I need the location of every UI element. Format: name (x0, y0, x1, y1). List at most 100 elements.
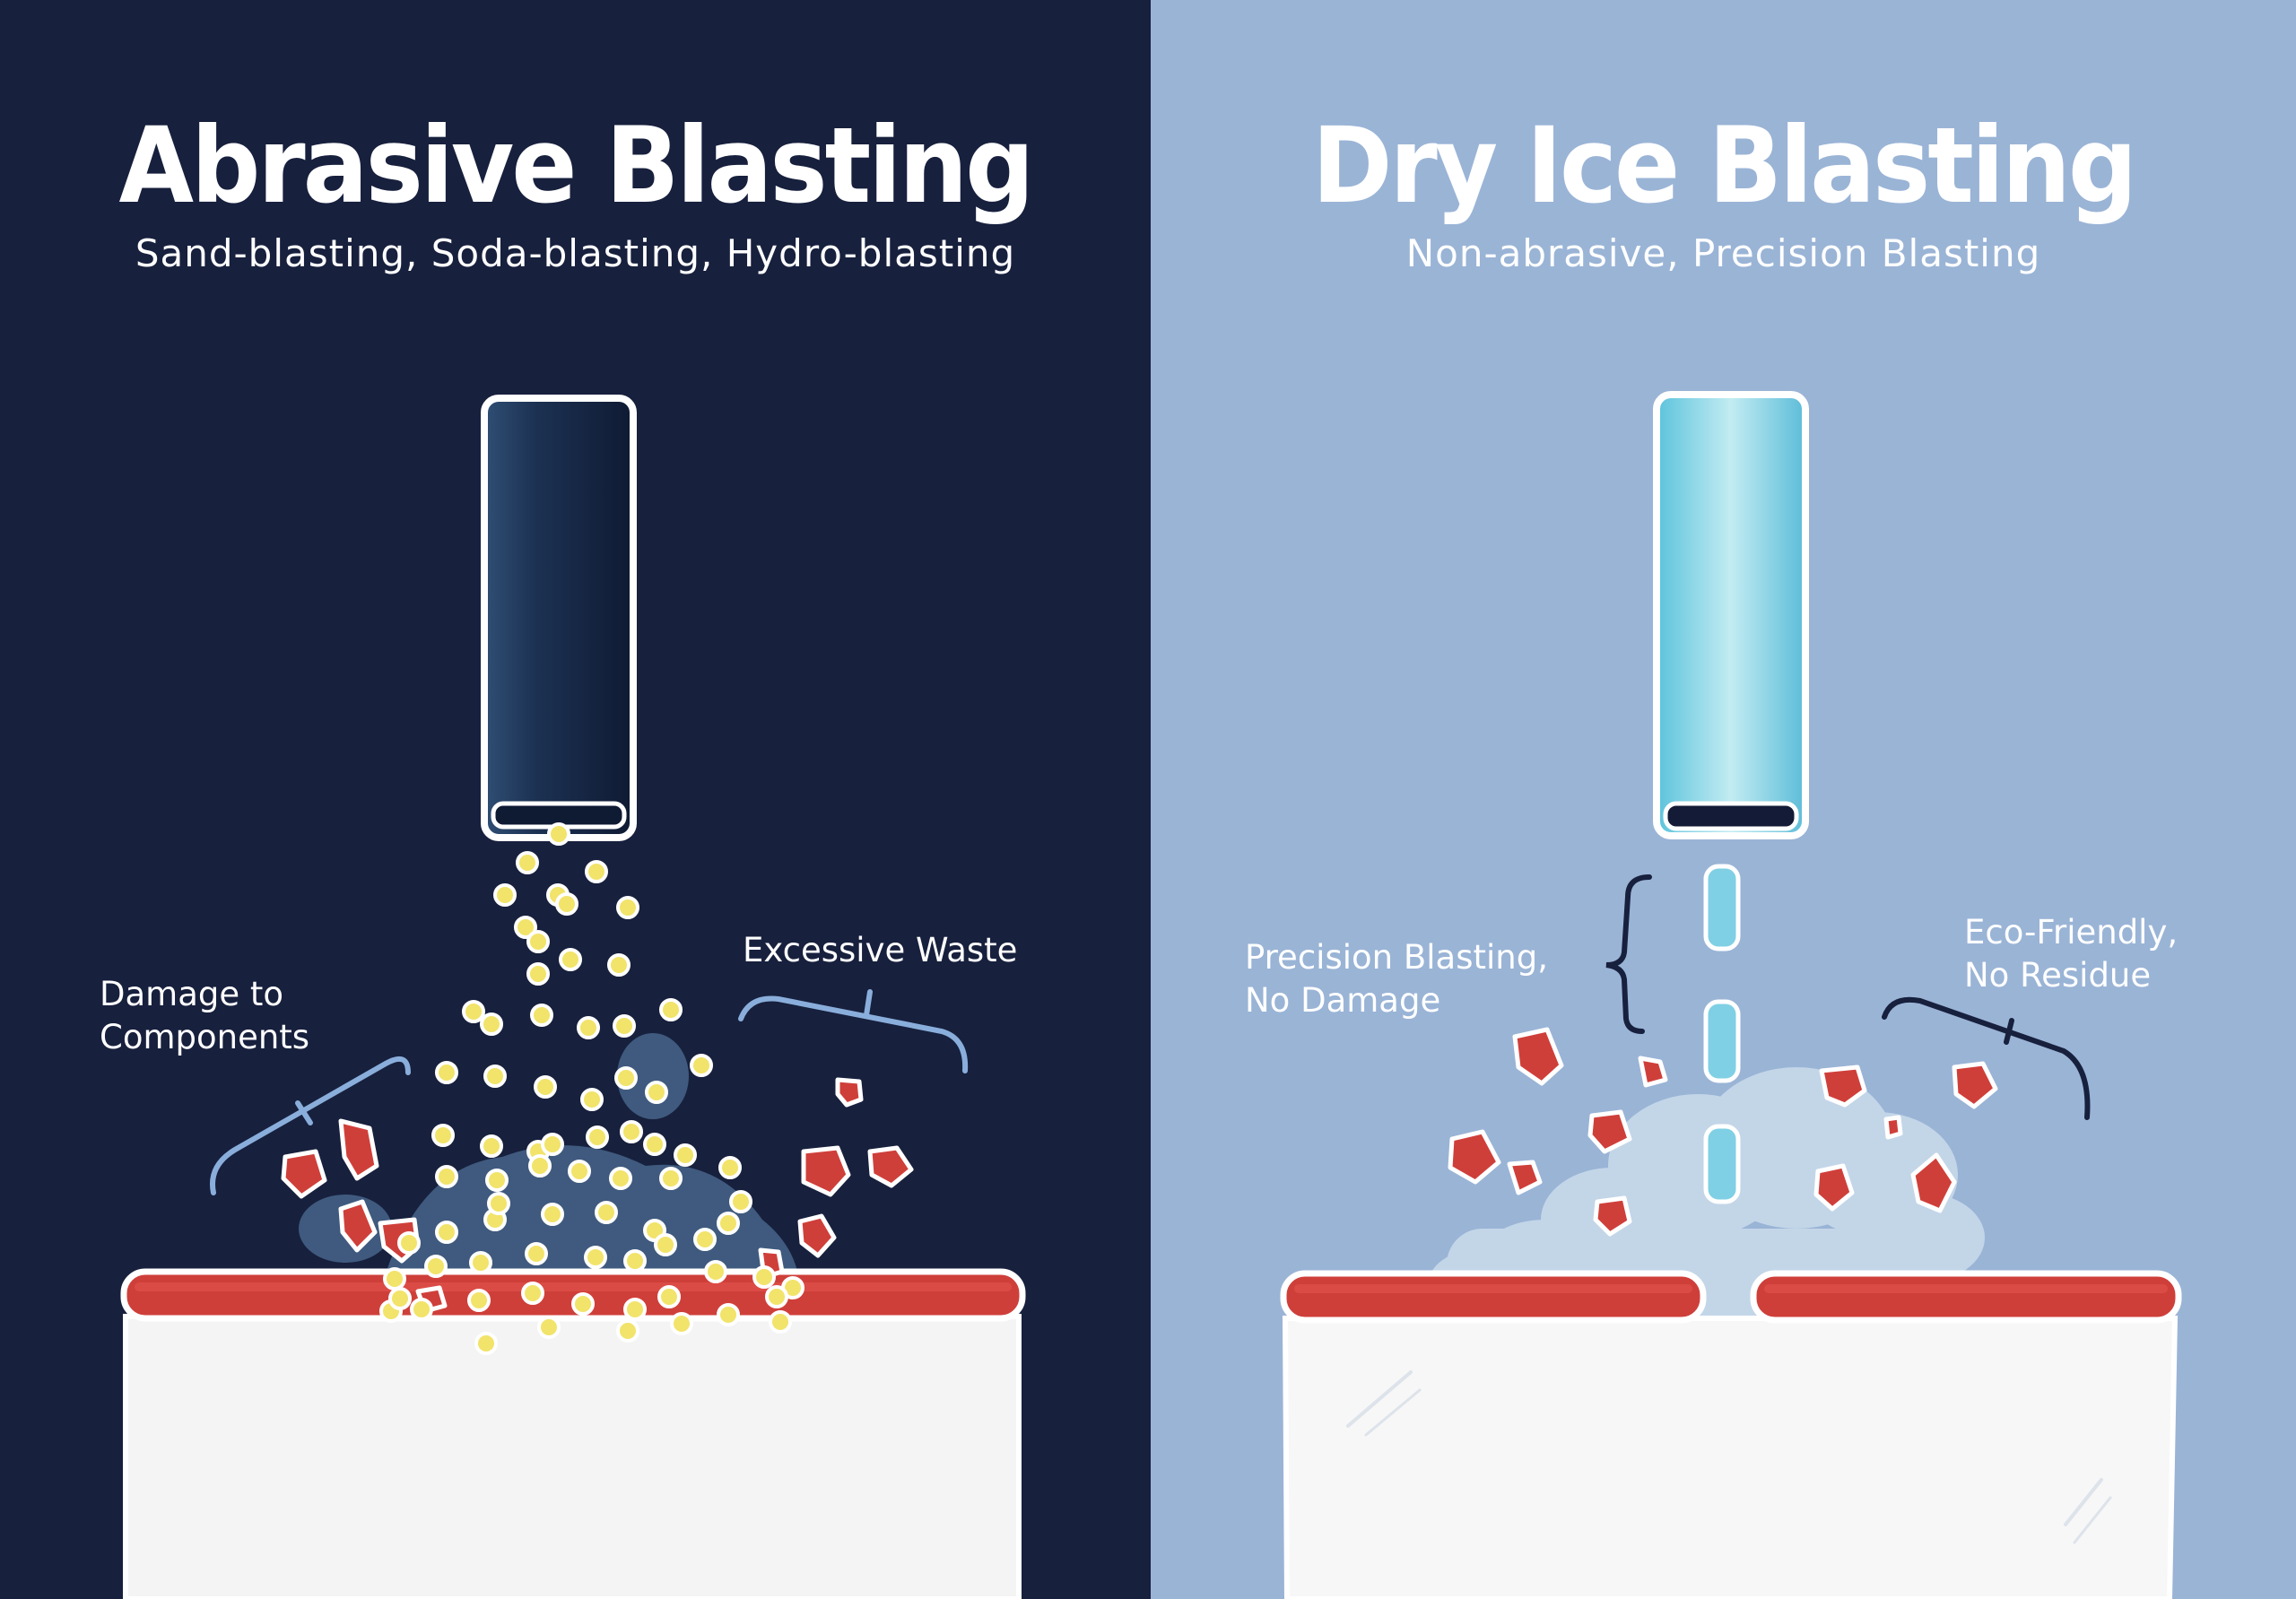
waste-bracket (738, 995, 969, 1073)
abrasive-particle (480, 1012, 503, 1036)
debris-chip (1512, 1027, 1564, 1086)
dry-ice-pellet (1703, 864, 1741, 952)
abrasive-particle (571, 1292, 595, 1316)
abrasive-particle (485, 1169, 509, 1192)
abrasive-blasting-panel: Abrasive Blasting Sand-blasting, Soda-bl… (0, 0, 1151, 1599)
abrasive-particle (537, 1316, 561, 1339)
precision-bracket (1605, 874, 1652, 1034)
abrasive-particle (541, 1133, 564, 1156)
callout-waste: Excessive Waste (743, 931, 1018, 969)
page-title-dry-ice: Dry Ice Blasting (1311, 105, 2137, 227)
abrasive-particle (525, 1242, 548, 1265)
debris-chip (1507, 1160, 1543, 1195)
debris-chip (1593, 1195, 1632, 1237)
abrasive-particle (435, 1165, 458, 1188)
dry-ice-pellet (1703, 1124, 1741, 1204)
abrasive-particle (616, 896, 639, 919)
debris-chip (1952, 1061, 1998, 1109)
abrasive-particle (623, 1298, 647, 1321)
debris-chip (338, 1199, 378, 1253)
abrasive-particle (693, 1228, 717, 1251)
abrasive-particle (521, 1282, 544, 1305)
abrasive-particle (580, 1088, 604, 1111)
abrasive-particle (657, 1285, 681, 1308)
debris-chip (1813, 1163, 1855, 1212)
abrasive-particle (609, 1167, 632, 1190)
abrasive-particle (474, 1332, 498, 1355)
abrasive-particle (704, 1260, 727, 1283)
abrasive-particles (379, 822, 804, 1355)
abrasive-particle (435, 1061, 458, 1084)
dry-ice-surface (1280, 1270, 2182, 1599)
abrasive-particle (659, 1167, 683, 1190)
abrasive-particle (383, 1267, 406, 1290)
abrasive-particle (659, 998, 683, 1021)
abrasive-particle (718, 1156, 742, 1179)
abrasive-particle (530, 1004, 553, 1027)
callout-precision-line1: Precision Blasting, (1245, 938, 1548, 977)
abrasive-particle (614, 1066, 638, 1090)
abrasive-nozzle (481, 395, 637, 841)
abrasive-particle (480, 1134, 503, 1158)
abrasive-particle (534, 1075, 557, 1099)
abrasive-particle (674, 1143, 697, 1167)
debris-chip (797, 1213, 837, 1258)
debris-chip (867, 1145, 914, 1188)
abrasive-particle (643, 1133, 666, 1156)
abrasive-particle (717, 1303, 740, 1326)
dry-ice-pellet (1703, 999, 1741, 1083)
abrasive-particle (645, 1081, 668, 1104)
eco-bracket-tick (2004, 1018, 2014, 1045)
eco-bracket (1882, 996, 2091, 1120)
debris-chip (1910, 1152, 1957, 1213)
abrasive-particle (483, 1065, 507, 1088)
abrasive-particle (717, 1212, 740, 1235)
abrasive-particle (555, 892, 578, 916)
subtitle-dry-ice: Non-abrasive, Precision Blasting (1405, 231, 2041, 275)
abrasive-particle (586, 1125, 609, 1149)
callout-damage: Damage to Components (100, 973, 309, 1059)
abrasive-particle (431, 1124, 455, 1147)
debris-chip (835, 1077, 864, 1108)
abrasive-particle (623, 1249, 647, 1273)
abrasive-particle (493, 883, 517, 907)
debris-chip (338, 1118, 379, 1181)
abrasive-particle (410, 1298, 433, 1321)
dry-ice-illustration (1280, 391, 2182, 1599)
dry-ice-debris (1448, 1027, 1998, 1237)
abrasive-surface (120, 1268, 1026, 1599)
abrasive-particle (435, 1221, 458, 1244)
abrasive-particle (729, 1190, 752, 1213)
debris-chip (801, 1145, 851, 1197)
abrasive-particle (514, 916, 537, 939)
damage-bracket-tick (295, 1100, 313, 1125)
abrasive-particle (613, 1014, 636, 1038)
abrasive-particle (577, 1016, 600, 1039)
abrasive-particle (526, 962, 550, 986)
abrasive-particle (607, 953, 631, 977)
abrasive-particle (487, 1192, 510, 1215)
callout-eco-line2: No Residue (1964, 956, 2152, 995)
damage-bracket (210, 1056, 411, 1195)
callout-eco-line1: Eco-Friendly, (1964, 913, 2179, 952)
abrasive-particle (616, 1319, 639, 1343)
debris-chip (1638, 1056, 1668, 1088)
waste-bracket-tick (864, 989, 873, 1018)
abrasive-particle (397, 1231, 421, 1255)
abrasive-particle (584, 1246, 607, 1269)
abrasive-particle (670, 1312, 693, 1335)
abrasive-particle (752, 1265, 776, 1289)
abrasive-particle (654, 1233, 677, 1256)
debris-chip (1883, 1115, 1903, 1140)
debris-chip (1587, 1109, 1632, 1154)
abrasive-particle (690, 1054, 713, 1077)
dry-ice-blasting-panel: Dry Ice Blasting Non-abrasive, Precision… (1151, 0, 2296, 1599)
callout-damage-line2: Components (100, 1018, 310, 1056)
debris-chip (281, 1149, 327, 1199)
abrasive-particle (769, 1310, 792, 1334)
page-title-abrasive: Abrasive Blasting (118, 105, 1035, 227)
abrasive-particle (568, 1160, 591, 1183)
abrasive-particle (620, 1120, 643, 1143)
debris-chip (1448, 1129, 1501, 1185)
abrasive-particle (526, 930, 550, 953)
